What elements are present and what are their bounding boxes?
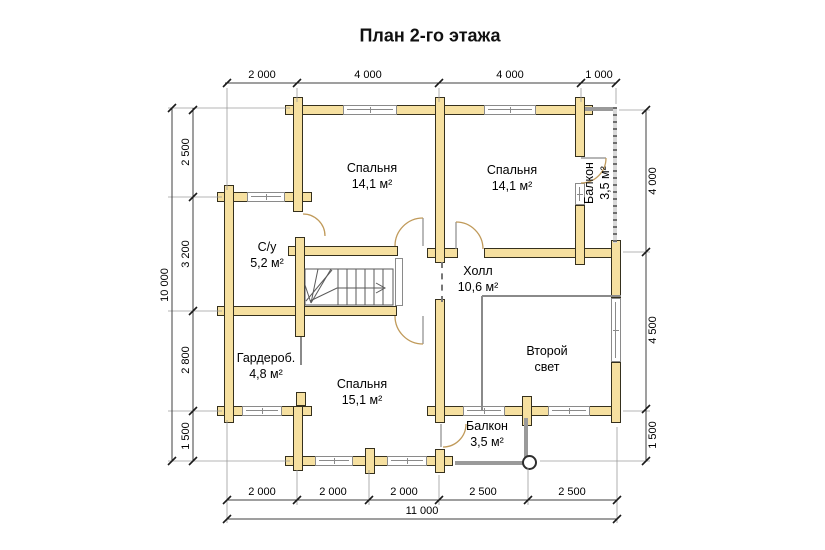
window (315, 456, 353, 466)
dim-right-2: 4 500 (647, 316, 659, 344)
dim-top-2: 4 000 (354, 69, 382, 81)
second-light-boundary (482, 295, 621, 297)
dim-bottom-2: 2 000 (319, 486, 347, 498)
window (548, 406, 590, 416)
dim-top-3: 4 000 (496, 69, 524, 81)
wall (293, 406, 303, 471)
dim-bottom-5: 2 500 (558, 486, 586, 498)
balcony-railing (585, 107, 617, 111)
stair-direction-line (309, 287, 383, 302)
dim-bottom-4: 2 500 (469, 486, 497, 498)
wall (288, 246, 398, 256)
door-arc-bedroom3 (394, 315, 424, 345)
partition-line (300, 337, 302, 365)
window (575, 183, 585, 205)
window (343, 105, 397, 115)
door-arc-balcony-bottom (442, 423, 467, 448)
balcony-railing (524, 418, 528, 460)
door-arc-bedroom1 (394, 217, 424, 247)
room-label-wardrobe: Гардероб.4,8 м² (236, 350, 296, 381)
wall (365, 448, 375, 474)
wall (575, 97, 585, 157)
extension-lines (168, 88, 650, 523)
door-arc-bedroom2 (455, 221, 484, 250)
wall (575, 205, 585, 265)
wall (296, 392, 306, 406)
dim-left-1: 2 500 (180, 138, 192, 166)
door-leaves (422, 157, 606, 447)
dimension-ticks (167, 78, 651, 524)
door-arc-bathroom (302, 213, 326, 237)
second-light-boundary (481, 296, 483, 411)
wall (293, 97, 303, 212)
window (484, 105, 536, 115)
stair-opening-edge (395, 258, 403, 306)
balcony-column (522, 455, 537, 470)
window (387, 456, 427, 466)
stair-direction-arrow (375, 282, 387, 294)
wall (611, 362, 621, 423)
staircase (304, 268, 394, 306)
dim-left-total: 10 000 (159, 268, 171, 302)
dim-top-4: 1 000 (585, 69, 613, 81)
window (247, 192, 285, 202)
door-arcs (302, 157, 607, 448)
dim-top-1: 2 000 (248, 69, 276, 81)
door-arc-balcony-right (580, 157, 607, 184)
wall-opening-dashed (441, 262, 443, 302)
wall (435, 97, 445, 263)
dim-right-3: 1 500 (647, 421, 659, 449)
dim-bottom-1: 2 000 (248, 486, 276, 498)
window (463, 406, 505, 416)
balcony-railing (613, 107, 617, 243)
dim-bottom-3: 2 000 (390, 486, 418, 498)
balcony-railing (455, 461, 525, 465)
dim-left-4: 1 500 (180, 422, 192, 450)
dim-left-2: 3 200 (180, 240, 192, 268)
dim-bottom-total: 11 000 (405, 505, 439, 517)
wall (435, 299, 445, 423)
dimension-lines (171, 82, 647, 520)
wall (435, 449, 445, 473)
page-title: План 2-го этажа (359, 25, 501, 46)
window (611, 298, 621, 362)
dim-left-3: 2 800 (180, 346, 192, 374)
wall (224, 185, 234, 423)
window (242, 406, 282, 416)
dim-right-1: 4 000 (647, 167, 659, 195)
